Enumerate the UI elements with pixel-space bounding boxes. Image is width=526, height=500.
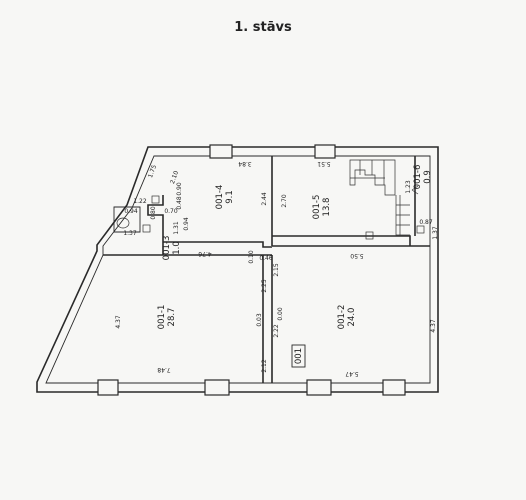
window bbox=[97, 379, 119, 396]
unit-label-box bbox=[291, 344, 306, 368]
dimension: 1.37 bbox=[432, 226, 439, 240]
dimension: 0.03 bbox=[256, 313, 263, 327]
dimension: 0.70 bbox=[164, 208, 178, 215]
dimension: 4.37 bbox=[115, 315, 122, 329]
room-id: 001-5 bbox=[312, 195, 322, 220]
room-area: 13.8 bbox=[322, 198, 332, 217]
dimension: 2.10 bbox=[169, 170, 180, 185]
dimension: 2.15 bbox=[273, 263, 280, 277]
switch-icon bbox=[151, 195, 160, 204]
dimension: 0.00 bbox=[277, 307, 284, 321]
dimension-labels: 3.84 5.51 1.75 2.10 0.90 0.48 1.22 2.44 … bbox=[115, 160, 439, 377]
window bbox=[204, 379, 230, 396]
room-area: 24.0 bbox=[347, 308, 357, 327]
room-id: 001-6 bbox=[413, 165, 423, 190]
room-001-5: 001-5 13.8 bbox=[312, 195, 332, 220]
window bbox=[314, 144, 336, 159]
dimension: 5.51 bbox=[317, 160, 331, 167]
room-001-3: 001-3 1.0 bbox=[162, 236, 182, 261]
room-001-1: 001-1 28.7 bbox=[157, 305, 177, 330]
outer-wall bbox=[36, 146, 439, 393]
room-area: 28.7 bbox=[167, 308, 177, 327]
dimension: 1.37 bbox=[123, 230, 137, 237]
switch-icon bbox=[365, 231, 374, 240]
toilet-icon bbox=[116, 217, 130, 229]
staircase bbox=[395, 195, 410, 236]
dimension: 5.50 bbox=[350, 252, 364, 259]
page-title: 1. stāvs bbox=[234, 20, 292, 35]
dimension: 2.25 bbox=[261, 279, 268, 293]
dimension: 1.75 bbox=[147, 164, 158, 179]
dimension: 4.76 bbox=[198, 250, 212, 257]
staircase-arrow bbox=[411, 185, 419, 195]
dimension: 5.47 bbox=[345, 370, 359, 377]
partition-wall bbox=[103, 254, 273, 383]
dimension: 0.94 bbox=[124, 208, 138, 215]
dimension: 0.48 bbox=[176, 196, 183, 210]
dimension: 2.44 bbox=[261, 192, 268, 206]
window bbox=[306, 379, 332, 396]
dimension: 2.12 bbox=[261, 359, 268, 373]
room-area: 0.9 bbox=[423, 170, 433, 184]
partition-wall bbox=[271, 156, 430, 247]
partition-wall bbox=[113, 206, 141, 233]
dimension: 3.84 bbox=[238, 160, 252, 167]
dimension: 0.80 bbox=[150, 206, 157, 220]
switch-icon bbox=[142, 224, 151, 233]
dimension: 0.90 bbox=[176, 182, 183, 196]
room-id: 001-2 bbox=[337, 305, 347, 330]
dimension: 0.46 bbox=[259, 255, 273, 262]
room-001-6: 001-6 0.9 bbox=[413, 165, 433, 190]
dimension: 2.70 bbox=[281, 194, 288, 208]
dimension: 0.10 bbox=[248, 250, 255, 264]
dimension: 0.94 bbox=[183, 217, 190, 231]
room-area: 1.0 bbox=[172, 241, 182, 255]
room-001-2: 001-2 24.0 bbox=[337, 305, 357, 330]
staircase bbox=[349, 159, 396, 196]
unit-label: 001 bbox=[294, 348, 304, 364]
dimension: 7.48 bbox=[157, 366, 171, 373]
dimension: 1.31 bbox=[173, 221, 180, 235]
outer-wall-inner-line bbox=[45, 155, 431, 384]
room-001-4: 001-4 9.1 bbox=[215, 185, 235, 210]
dimension: 4.37 bbox=[430, 319, 437, 333]
dimension: 1.22 bbox=[133, 198, 147, 205]
partition-wall bbox=[147, 195, 272, 255]
room-area: 9.1 bbox=[225, 190, 235, 204]
dimension: 2.22 bbox=[273, 324, 280, 338]
room-id: 001-4 bbox=[215, 185, 225, 210]
switch-icon bbox=[416, 225, 425, 234]
room-id: 001-1 bbox=[157, 305, 167, 330]
window bbox=[382, 379, 406, 396]
dimension: 1.23 bbox=[405, 180, 412, 194]
dimension: 0.87 bbox=[419, 219, 433, 226]
window bbox=[209, 144, 233, 159]
room-id: 001-3 bbox=[162, 236, 172, 261]
